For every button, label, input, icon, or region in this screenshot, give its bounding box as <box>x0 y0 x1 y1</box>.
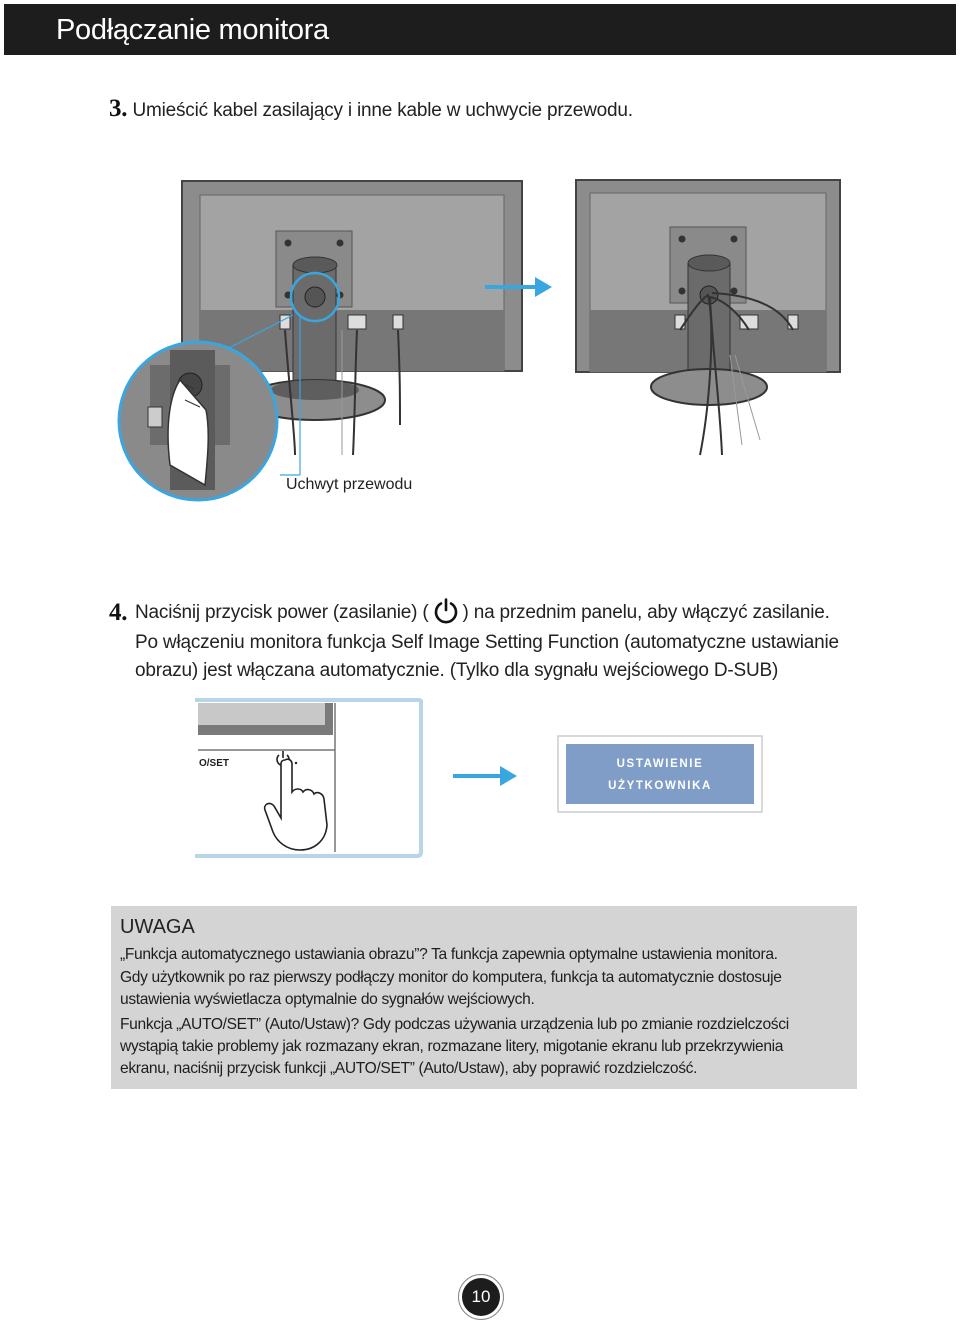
arrow-icon <box>485 277 552 297</box>
osd-panel <box>566 744 754 804</box>
step-text-line-1: Naciśnij przycisk power (zasilanie) ( ) n… <box>135 598 830 627</box>
step-text: Umieścić kabel zasilający i inne kable w… <box>132 100 633 121</box>
note-line: Funkcja „AUTO/SET” (Auto/Ustaw)? Gdy pod… <box>120 1016 789 1033</box>
note-heading: UWAGA <box>120 916 195 938</box>
cable-holder-caption: Uchwyt przewodu <box>286 476 413 493</box>
note-line: ekranu, naciśnij przycisk funkcji „AUTO/… <box>120 1060 698 1077</box>
power-button-illustration: O/SET USTAWIENIE UŻYTKOWNIKA <box>195 698 763 858</box>
arrow-icon <box>453 766 517 786</box>
note-box: UWAGA „Funkcja automatycznego ustawiania… <box>111 906 857 1089</box>
step-text: ) na przednim panelu, aby włączyć zasila… <box>462 602 830 623</box>
step-number: 4. <box>109 599 128 626</box>
monitor-back-after <box>575 179 841 456</box>
step-text-line-2: Po włączeniu monitora funkcja Self Image… <box>135 632 839 653</box>
auto-set-label: O/SET <box>199 758 229 769</box>
osd-line-1: USTAWIENIE <box>617 758 704 770</box>
page-header: Podłączanie monitora <box>4 4 956 55</box>
note-line: wystąpią takie problemy jak rozmazany ek… <box>120 1038 784 1055</box>
page-title: Podłączanie monitora <box>56 14 329 46</box>
step-text-line-3: obrazu) jest włączana automatycznie. (Ty… <box>135 660 779 681</box>
pointing-hand-icon <box>263 758 328 851</box>
note-line: Gdy użytkownik po raz pierwszy podłączy … <box>120 969 782 986</box>
page-number: 10 <box>458 1274 504 1320</box>
note-line: ustawienia wyświetlacza optymalnie do sy… <box>120 991 535 1008</box>
cable-holder-illustration <box>117 179 841 502</box>
step-number: 3. <box>109 95 128 122</box>
monitor-back-before <box>181 180 523 456</box>
power-icon <box>434 598 457 624</box>
step-text: Naciśnij przycisk power (zasilanie) ( <box>135 602 429 623</box>
osd-line-2: UŻYTKOWNIKA <box>608 779 712 792</box>
front-panel-detail: O/SET <box>195 698 423 858</box>
step-4: 4. Naciśnij przycisk power (zasilanie) (… <box>109 598 839 681</box>
osd-box: USTAWIENIE UŻYTKOWNIKA <box>557 735 763 813</box>
step-3: 3. Umieścić kabel zasilający i inne kabl… <box>109 94 633 125</box>
note-line: „Funkcja automatycznego ustawiania obraz… <box>120 946 778 963</box>
zoom-detail <box>117 314 301 502</box>
